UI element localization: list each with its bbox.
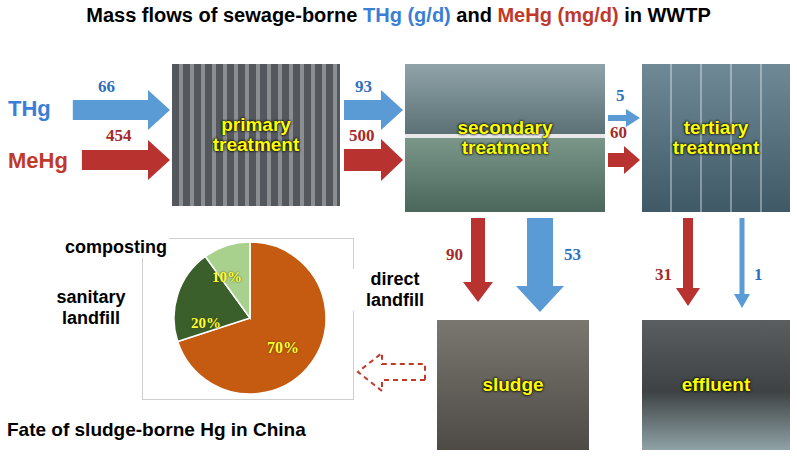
- diagram-title: Mass flows of sewage-borne THg (g/d) and…: [0, 4, 797, 27]
- pie-label: sanitary landfill: [41, 287, 141, 329]
- flow-value: 500: [349, 127, 375, 145]
- chart-heading: Fate of sludge-borne Hg in China: [7, 419, 306, 440]
- flow-arrow: [734, 218, 750, 308]
- percent-label: 20%: [191, 313, 221, 334]
- flow-value: 66: [98, 78, 115, 96]
- flow-arrow: [344, 139, 403, 181]
- percent-label: 10%: [212, 267, 242, 288]
- source-label: MeHg: [8, 148, 68, 174]
- process-box: primary treatment: [172, 64, 340, 206]
- pie-chart-panel: Fate of sludge-borne Hg in Chinacomposti…: [142, 238, 354, 400]
- flow-value: 60: [610, 124, 627, 142]
- flow-arrow: [82, 140, 170, 180]
- flow-value: 1: [754, 266, 763, 284]
- pie-label: direct landfill: [345, 269, 445, 311]
- flow-arrow: [463, 218, 493, 302]
- flow-value: 93: [355, 78, 372, 96]
- source-text: MeHg: [8, 148, 68, 174]
- flow-arrow: [344, 90, 403, 130]
- box-text: primary treatment: [201, 115, 311, 155]
- process-box: tertiary treatment: [642, 64, 790, 212]
- flow-value: 5: [616, 87, 625, 105]
- pie-label: composting: [63, 237, 169, 258]
- flow-value: 90: [446, 246, 463, 264]
- flow-arrow: [73, 90, 170, 130]
- source-label: THg: [8, 96, 51, 122]
- flow-arrow: [358, 353, 425, 391]
- output-box: effluent: [642, 320, 790, 450]
- box-text: tertiary treatment: [661, 118, 771, 158]
- output-box: sludge: [437, 320, 589, 450]
- box-text: sludge: [482, 375, 543, 395]
- flow-arrow: [516, 218, 564, 312]
- pie-slice: [205, 242, 250, 318]
- box-text: secondary treatment: [450, 118, 560, 158]
- flow-arrow: [608, 146, 640, 174]
- percent-label: 70%: [267, 337, 299, 358]
- process-box: secondary treatment: [405, 64, 605, 212]
- source-text: THg: [8, 96, 51, 122]
- box-text: effluent: [682, 375, 751, 395]
- flow-arrow: [676, 218, 700, 306]
- flow-value: 31: [655, 266, 672, 284]
- flow-value: 53: [564, 246, 581, 264]
- flow-value: 454: [106, 127, 132, 145]
